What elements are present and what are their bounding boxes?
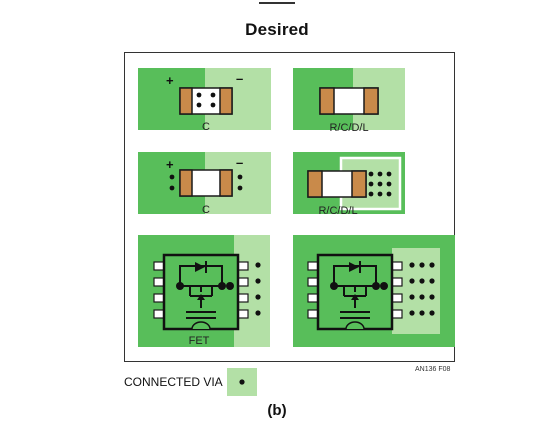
plus-sign: + [166,73,174,88]
figure-title: Desired [245,20,309,39]
rcdl1-label: R/C/D/L [329,122,368,134]
cell-fet-via-island [293,235,455,347]
figure-caption: (b) [267,402,287,419]
cell-rcdl-split: R/C/D/L [293,68,405,134]
plus-sign: + [166,157,174,172]
cap2-label: C [202,204,210,216]
legend-via-swatch [227,368,257,396]
minus-sign: – [236,71,243,86]
cap1-label: C [202,121,210,133]
cell-capacitor-vias: + – C [138,152,271,216]
cell-fet-split: FET [138,235,270,347]
figure-tag: AN136 F08 [415,366,451,373]
cell-rcdl-via-island: R/C/D/L [293,152,405,217]
minus-sign: – [236,155,243,170]
rcdl2-label: R/C/D/L [318,205,357,217]
fet-label: FET [189,335,210,347]
legend-label: CONNECTED VIA [124,375,223,389]
cell-capacitor-split: + – C [138,68,271,133]
top-clipped-mark [259,0,295,4]
